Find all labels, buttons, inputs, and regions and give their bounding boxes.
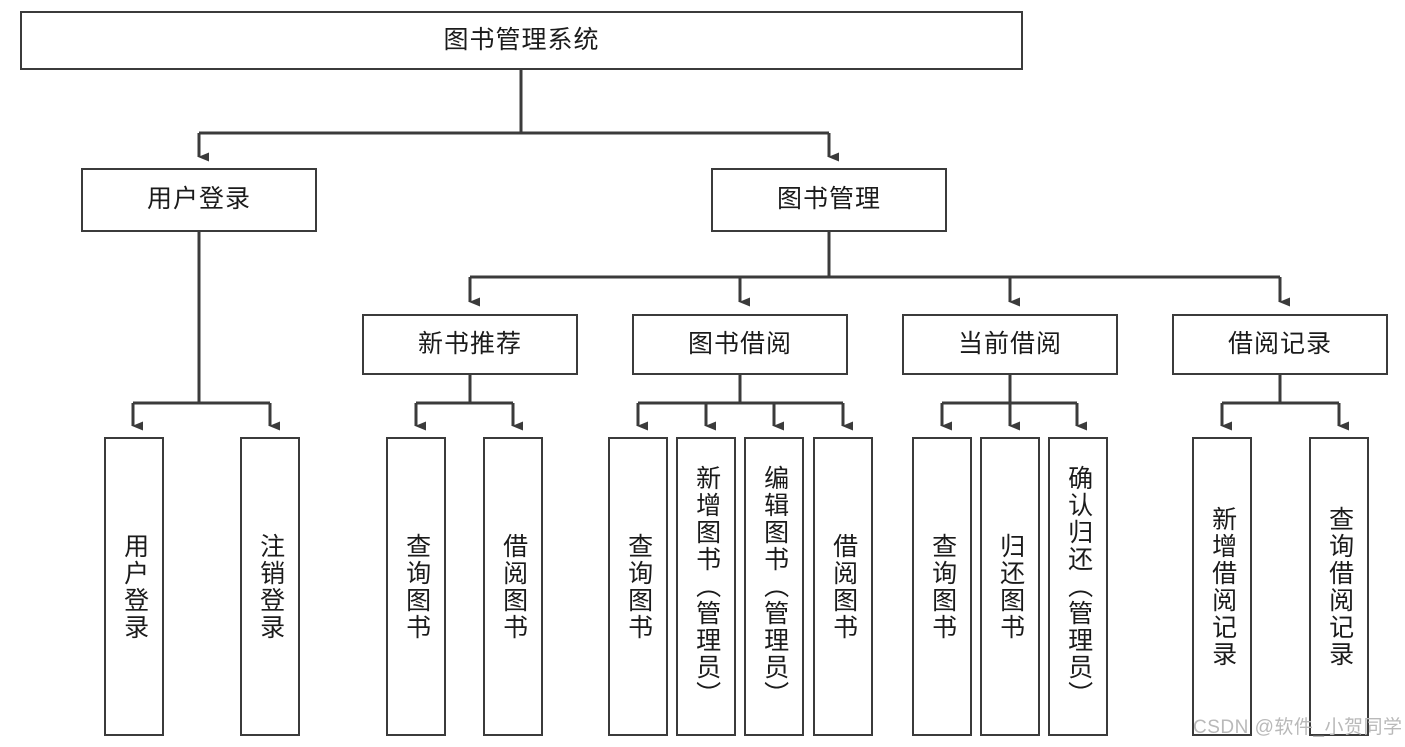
node-label: 新增借阅记录 [1208,505,1237,668]
node-user-login[interactable]: 用户登录 [81,168,317,232]
node-book-borrow[interactable]: 图书借阅 [632,314,848,375]
leaf-confirm-return-admin[interactable]: 确认归还（管理员） [1048,437,1108,736]
leaf-query-book-newbook[interactable]: 查询图书 [386,437,446,736]
node-label: 图书借阅 [687,329,792,358]
node-label: 图书管理 [776,185,881,214]
node-borrow-record[interactable]: 借阅记录 [1172,314,1388,375]
leaf-logout[interactable]: 注销登录 [240,437,300,736]
node-label: 用户登录 [120,532,149,641]
node-book-management[interactable]: 图书管理 [711,168,947,232]
node-label: 图书管理系统 [443,25,600,54]
node-label: 用户登录 [146,185,251,214]
node-current-borrow[interactable]: 当前借阅 [902,314,1118,375]
node-new-book-recommend[interactable]: 新书推荐 [362,314,578,375]
leaf-add-book-admin[interactable]: 新增图书（管理员） [676,437,736,736]
node-label: 查询借阅记录 [1325,505,1354,668]
leaf-return-book[interactable]: 归还图书 [980,437,1040,736]
node-root-system[interactable]: 图书管理系统 [20,11,1023,70]
node-label: 编辑图书（管理员） [760,465,789,708]
node-label: 注销登录 [256,532,285,641]
node-label: 查询图书 [402,532,431,641]
leaf-user-login[interactable]: 用户登录 [104,437,164,736]
leaf-query-book-borrow[interactable]: 查询图书 [608,437,668,736]
leaf-edit-book-admin[interactable]: 编辑图书（管理员） [744,437,804,736]
leaf-borrow-book[interactable]: 借阅图书 [813,437,873,736]
node-label: 新书推荐 [417,329,522,358]
leaf-add-borrow-record[interactable]: 新增借阅记录 [1192,437,1252,736]
node-label: 借阅记录 [1227,329,1332,358]
node-label: 借阅图书 [499,532,528,641]
leaf-query-borrow-record[interactable]: 查询借阅记录 [1309,437,1369,736]
node-label: 借阅图书 [829,532,858,641]
node-label: 归还图书 [996,532,1025,641]
leaf-query-book-current[interactable]: 查询图书 [912,437,972,736]
node-label: 确认归还（管理员） [1064,465,1093,708]
node-label: 查询图书 [928,532,957,641]
node-label: 查询图书 [624,532,653,641]
node-label: 新增图书（管理员） [692,465,721,708]
leaf-borrow-book-newbook[interactable]: 借阅图书 [483,437,543,736]
node-label: 当前借阅 [957,329,1062,358]
